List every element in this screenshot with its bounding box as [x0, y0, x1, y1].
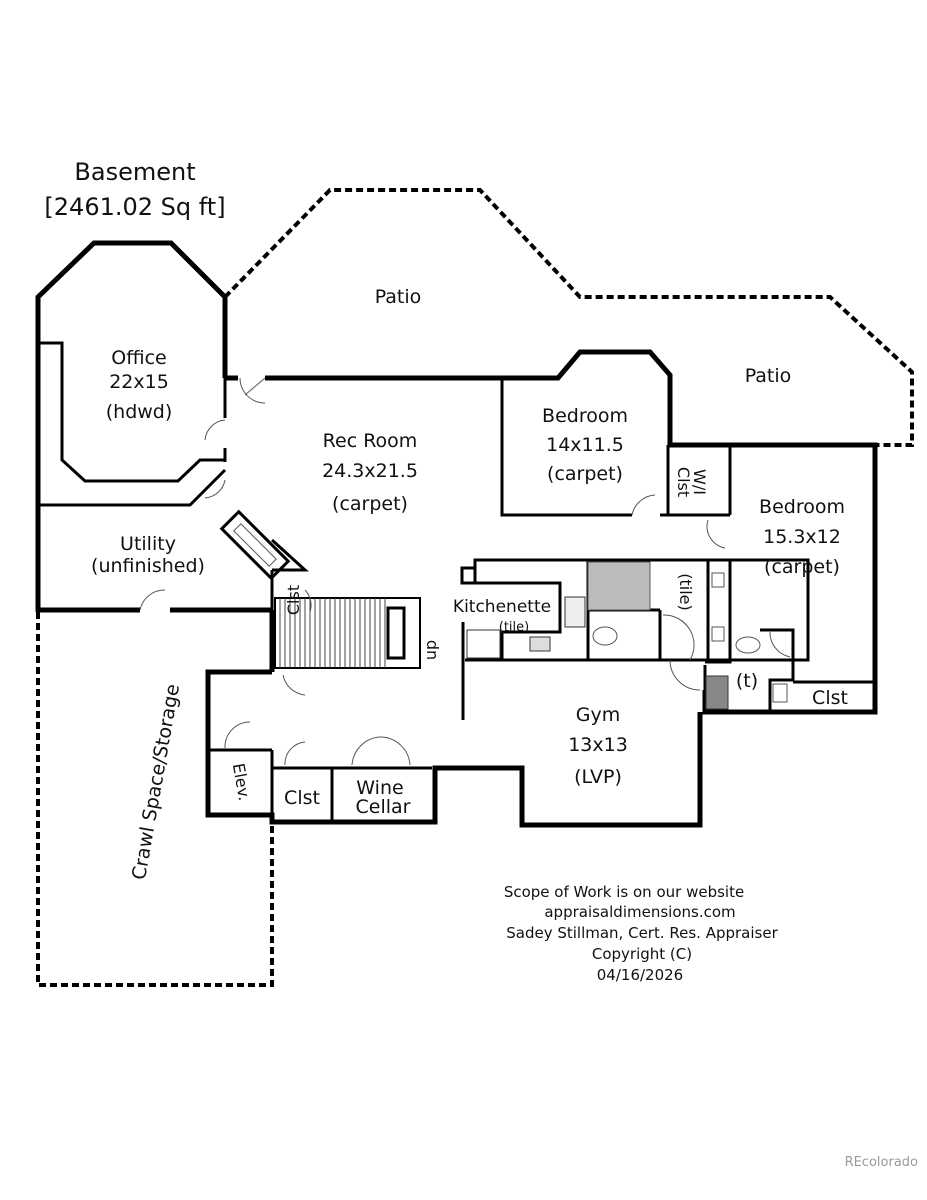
north-wall — [265, 349, 878, 715]
svg-text:Bedroom: Bedroom — [542, 405, 628, 427]
rec-room-label: Rec Room 24.3x21.5 (carpet) — [322, 430, 418, 515]
svg-text:Clst: Clst — [674, 467, 693, 497]
svg-text:04/16/2026: 04/16/2026 — [597, 966, 683, 984]
svg-text:W/I: W/I — [690, 469, 709, 495]
svg-text:Utility: Utility — [120, 533, 176, 555]
office-wall — [35, 240, 228, 612]
svg-text:14x11.5: 14x11.5 — [546, 434, 624, 456]
stair-closet-label: Clst — [284, 585, 303, 615]
utility-label: Utility (unfinished) — [91, 533, 205, 577]
crawl-space-outline — [36, 612, 274, 987]
svg-text:Gym: Gym — [576, 704, 620, 726]
stove-icon — [564, 596, 586, 628]
gym-wall — [465, 712, 703, 828]
plan-title: Basement — [74, 158, 195, 186]
plan-area: [2461.02 Sq ft] — [44, 193, 225, 221]
svg-text:(unfinished): (unfinished) — [91, 555, 205, 577]
svg-text:22x15: 22x15 — [109, 371, 169, 393]
stairs — [274, 597, 421, 669]
watermark: REcolorado — [845, 1155, 918, 1170]
bottom-closet-label: Clst — [284, 787, 320, 809]
svg-text:Kitchenette: Kitchenette — [453, 597, 551, 617]
svg-text:15.3x12: 15.3x12 — [763, 526, 841, 548]
shower — [587, 561, 651, 611]
svg-text:appraisaldimensions.com: appraisaldimensions.com — [544, 903, 735, 921]
bath2-label: (t) — [736, 670, 758, 692]
sink-icon — [529, 636, 551, 652]
wine-cellar-label: Wine Cellar — [356, 777, 411, 818]
svg-text:Copyright (C): Copyright (C) — [592, 945, 692, 963]
svg-text:Cellar: Cellar — [356, 796, 411, 818]
svg-text:Bedroom: Bedroom — [759, 496, 845, 518]
wi-closet-label: W/I Clst — [674, 467, 709, 497]
bedroom1-label: Bedroom 14x11.5 (carpet) — [542, 405, 628, 485]
svg-text:(LVP): (LVP) — [574, 766, 622, 788]
svg-text:Scope of Work is on our websit: Scope of Work is on our website — [504, 883, 744, 901]
svg-text:Wine: Wine — [356, 777, 403, 799]
svg-text:Office: Office — [111, 347, 166, 369]
svg-text:Rec Room: Rec Room — [323, 430, 418, 452]
stairs-dn-label: dn — [423, 640, 442, 660]
svg-text:(tile): (tile) — [499, 620, 529, 635]
svg-text:(hdwd): (hdwd) — [106, 401, 173, 423]
gym-label: Gym 13x13 (LVP) — [568, 704, 628, 788]
svg-text:(carpet): (carpet) — [764, 556, 840, 578]
bedroom2-label: Bedroom 15.3x12 (carpet) — [759, 496, 845, 578]
toilet-icon — [592, 626, 618, 646]
bedroom1-wall — [500, 378, 632, 517]
utility-top-wall — [38, 468, 227, 507]
bath-tile-label: (tile) — [676, 573, 695, 611]
kitchenette-label: Kitchenette (tile) — [453, 597, 551, 635]
svg-text:(carpet): (carpet) — [332, 493, 408, 515]
appraiser-note: Scope of Work is on our website appraisa… — [504, 883, 779, 984]
svg-text:(carpet): (carpet) — [547, 463, 623, 485]
svg-text:13x13: 13x13 — [568, 734, 628, 756]
door-swings — [139, 377, 791, 766]
svg-text:24.3x21.5: 24.3x21.5 — [322, 460, 418, 482]
crawl-space-label: Crawl Space/Storage — [128, 682, 184, 881]
svg-text:Sadey Stillman, Cert. Res. App: Sadey Stillman, Cert. Res. Appraiser — [506, 924, 778, 942]
office-label: Office 22x15 (hdwd) — [106, 347, 173, 423]
elevator-label: Elev. — [229, 762, 254, 802]
bedroom-closet-label: Clst — [812, 687, 848, 709]
patio-right-label: Patio — [745, 365, 792, 387]
patio-left-label: Patio — [375, 286, 422, 308]
office-inner-wall — [40, 341, 225, 483]
